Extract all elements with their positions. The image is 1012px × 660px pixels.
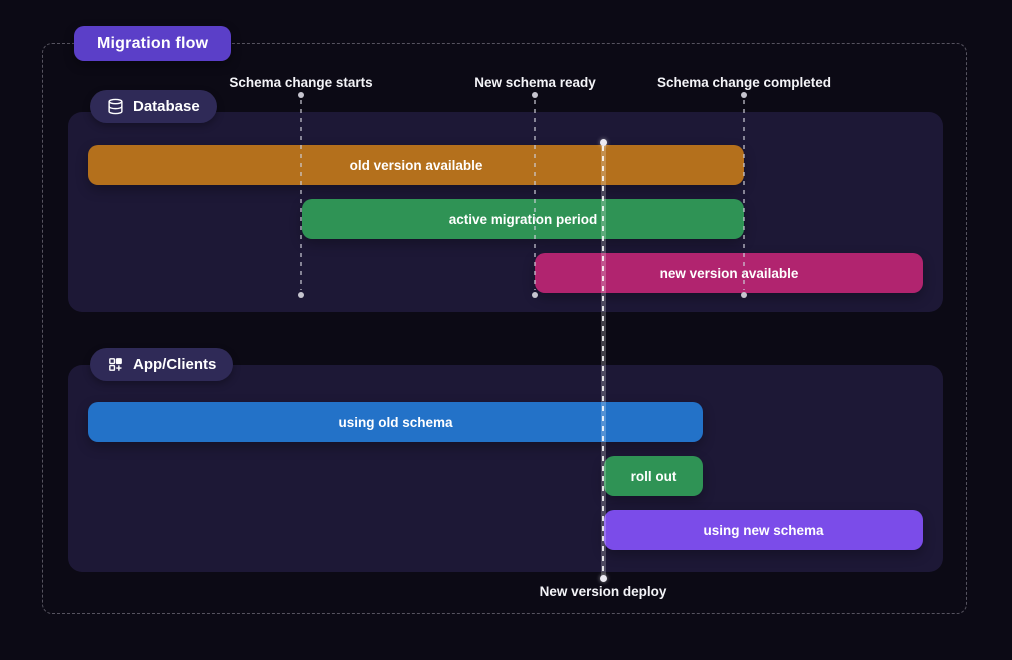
bar-label: roll out: [630, 468, 677, 484]
deploy-dot-icon: [599, 138, 607, 146]
milestone-dot-icon: [298, 92, 304, 98]
milestone-label: Schema change completed: [656, 75, 832, 90]
deploy-dashed-line: [602, 146, 604, 574]
app-clients-lane-badge: App/Clients: [90, 348, 234, 381]
bar-label: using new schema: [703, 522, 824, 538]
milestone-dashed-line: [743, 100, 745, 290]
milestone-label: Schema change starts: [229, 75, 373, 90]
page-title: Migration flow: [97, 34, 209, 52]
milestone-dashed-line: [300, 100, 302, 290]
bar-new-version-available: new version available: [535, 253, 923, 293]
milestone-dot-icon: [741, 92, 747, 98]
milestone-label: New schema ready: [474, 75, 596, 90]
database-icon: [107, 98, 124, 115]
bar-using-new-schema: using new schema: [604, 510, 923, 550]
milestone-dashed-line: [534, 100, 536, 290]
milestone-dot-icon: [741, 292, 747, 298]
bar-label: using old schema: [338, 414, 453, 430]
milestone-dot-icon: [532, 292, 538, 298]
deploy-dot-icon: [599, 574, 607, 582]
deploy-label: New version deploy: [539, 584, 667, 599]
milestone-dot-icon: [532, 92, 538, 98]
bar-old-version-available: old version available: [88, 145, 744, 185]
bar-label: active migration period: [448, 211, 598, 227]
apps-plus-icon: [107, 356, 124, 373]
bar-using-old-schema: using old schema: [88, 402, 703, 442]
milestone-dot-icon: [298, 292, 304, 298]
dashed-frame: [42, 43, 967, 614]
lane-badge-label: Database: [133, 98, 200, 115]
page-title-badge: Migration flow: [74, 26, 232, 61]
bar-label: old version available: [349, 157, 483, 173]
bar-active-migration-period: active migration period: [302, 199, 744, 239]
bar-label: new version available: [659, 265, 799, 281]
database-lane-badge: Database: [90, 90, 217, 123]
lane-badge-label: App/Clients: [133, 356, 217, 373]
bar-roll-out: roll out: [604, 456, 703, 496]
